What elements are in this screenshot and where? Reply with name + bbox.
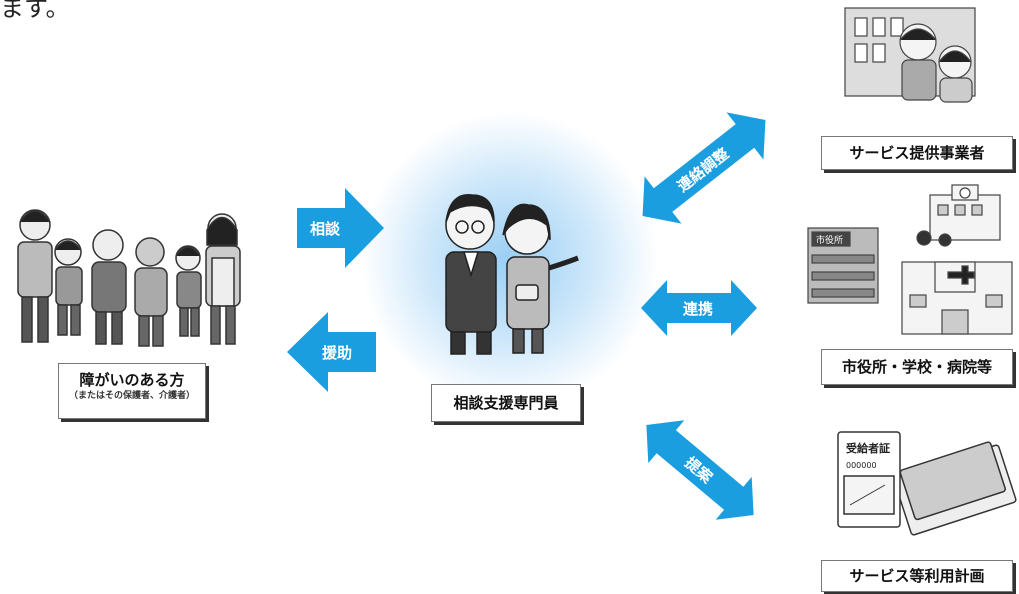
- service-provider-label: サービス提供事業者: [849, 144, 985, 162]
- service-provider-label-box: サービス提供事業者: [821, 136, 1013, 170]
- cooperate-arrow-label: 連携: [683, 300, 713, 318]
- propose-arrow: 提案: [646, 420, 754, 520]
- city-hall-sign: 市役所: [816, 234, 843, 246]
- center-label-box: 相談支援専門員: [431, 384, 581, 422]
- person-label-sub: （またはその保護者、介護者）: [68, 391, 195, 401]
- center-label: 相談支援専門員: [453, 394, 559, 412]
- support-arrow: 援助: [287, 312, 376, 392]
- service-plan-label-box: サービス等利用計画: [821, 560, 1013, 592]
- city-school-hospital-illustration: 市役所: [807, 184, 1013, 335]
- coordinate-arrow: 連絡調整: [642, 112, 766, 224]
- certificate-title: 受給者証: [846, 441, 890, 455]
- consult-arrow: 相談: [297, 188, 384, 268]
- consultation-specialist-illustration: [445, 194, 579, 355]
- consult-arrow-label: 相談: [310, 220, 341, 238]
- people-group-illustration: [17, 209, 241, 347]
- person-label-box: 障がいのある方 （またはその保護者、介護者）: [58, 363, 206, 419]
- top-text-fragment: ます。: [0, 0, 70, 22]
- public-facilities-label: 市役所・学校・病院等: [841, 358, 992, 376]
- service-plan-label: サービス等利用計画: [849, 567, 985, 585]
- cooperate-arrow: 連携: [641, 280, 757, 336]
- service-plan-document-illustration: 受給者証 000000: [837, 431, 1017, 536]
- public-facilities-label-box: 市役所・学校・病院等: [821, 349, 1013, 385]
- service-provider-illustration: [844, 7, 976, 103]
- certificate-number: 000000: [846, 461, 877, 470]
- support-arrow-label: 援助: [322, 344, 352, 362]
- person-label-main: 障がいのある方: [79, 371, 185, 389]
